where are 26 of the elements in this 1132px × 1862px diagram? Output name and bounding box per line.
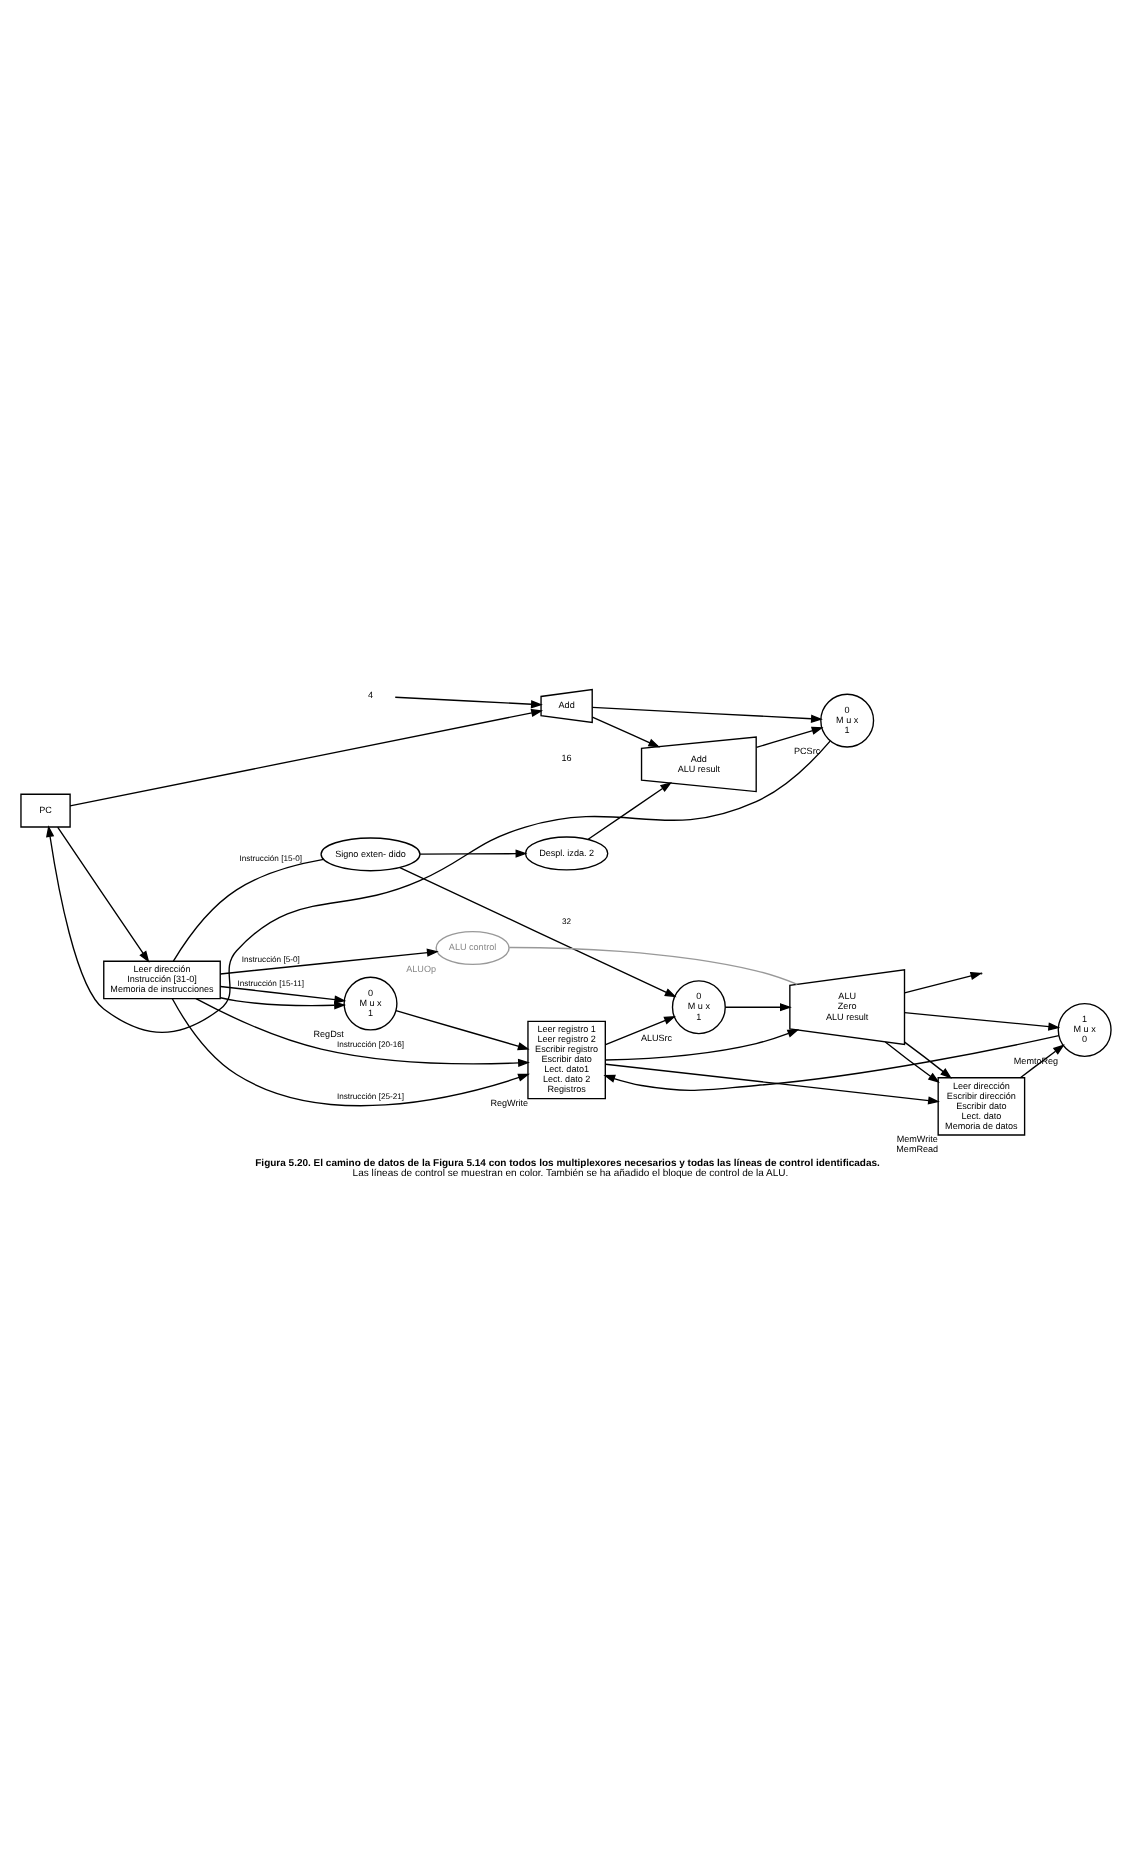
arrow: [903, 1011, 1061, 1031]
arrow: [395, 1010, 530, 1051]
arrow: [603, 1034, 1060, 1091]
arrow: [604, 1029, 800, 1061]
arrow: [219, 997, 346, 1010]
arrow: [46, 740, 831, 1034]
arrow: [591, 706, 823, 723]
arrow: [724, 1003, 792, 1012]
arrow: [69, 708, 544, 807]
arrow: [884, 1041, 940, 1083]
arrow: [419, 849, 528, 858]
arrow: [604, 1016, 676, 1046]
arrow: [399, 866, 677, 998]
arrow: [604, 1063, 940, 1105]
arrow: [56, 826, 150, 963]
arrow: [195, 997, 530, 1068]
arrow: [394, 696, 543, 709]
arrow: [171, 998, 530, 1107]
connector: [508, 946, 799, 985]
connector: [172, 858, 325, 962]
arrow: [219, 985, 347, 1004]
arrow: [591, 716, 661, 748]
arrow: [587, 782, 673, 840]
arrow: [903, 1041, 953, 1079]
arrow: [755, 726, 824, 749]
arrow: [219, 948, 439, 975]
